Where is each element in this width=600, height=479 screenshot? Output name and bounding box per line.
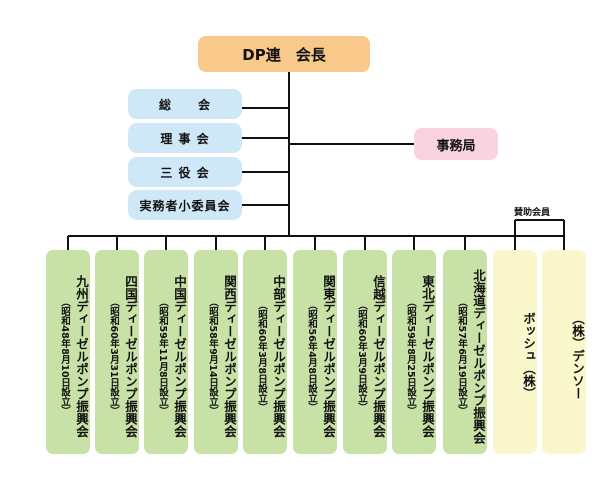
association-name: 関西ディーゼルポンプ振興会 (222, 274, 237, 438)
association-date: （昭和60年3月8日設立） (256, 300, 267, 412)
general-assembly-box: 総 会 (128, 89, 242, 119)
association-name: 四国ディーゼルポンプ振興会 (123, 274, 138, 438)
supporting-members-label: 賛助会員 (513, 208, 550, 218)
secretariat-box: 事務局 (414, 128, 498, 160)
association-name: 信越ディーゼルポンプ振興会 (371, 274, 386, 438)
association-name: 関東ディーゼルポンプ振興会 (321, 274, 336, 438)
association-date: （昭和48年8月10日設立） (59, 296, 70, 416)
association-name: 九州ディーゼルポンプ振興会 (74, 274, 89, 438)
association-date: （昭和60年3月9日設立） (356, 300, 367, 412)
association-date: （昭和59年8月25日設立） (405, 296, 416, 416)
president-box: DP連 会長 (198, 36, 370, 72)
association-shikoku: 四国ディーゼルポンプ振興会 （昭和60年3月31日設立） (95, 250, 139, 454)
association-shinetsu: 信越ディーゼルポンプ振興会 （昭和60年3月9日設立） (343, 250, 387, 454)
association-tohoku: 東北ディーゼルポンプ振興会 （昭和59年8月25日設立） (392, 250, 436, 454)
supporter-denso: （株）デンソー (542, 250, 586, 454)
association-date: （昭和60年3月31日設立） (108, 296, 119, 416)
supporter-bosch: ボッシュ（株） (493, 250, 537, 454)
association-chubu: 中部ディーゼルポンプ振興会 （昭和60年3月8日設立） (243, 250, 287, 454)
association-date: （昭和57年6月19日設立） (456, 296, 467, 416)
association-date: （昭和56年4月8日設立） (306, 300, 317, 412)
association-name: 東北ディーゼルポンプ振興会 (420, 274, 435, 438)
association-date: （昭和58年9月14日設立） (207, 296, 218, 416)
association-name: 北海道ディーゼルポンプ振興会 (471, 268, 486, 444)
association-kyushu: 九州ディーゼルポンプ振興会 （昭和48年8月10日設立） (46, 250, 90, 454)
association-date: （昭和59年11月8日設立） (157, 296, 168, 416)
association-name: 中部ディーゼルポンプ振興会 (271, 274, 286, 438)
association-name: 中国ディーゼルポンプ振興会 (172, 274, 187, 438)
association-kansai: 関西ディーゼルポンプ振興会 （昭和58年9月14日設立） (194, 250, 238, 454)
officers-meeting-box: 三 役 会 (128, 157, 242, 187)
supporter-name: （株）デンソー (570, 312, 585, 400)
association-hokkaido: 北海道ディーゼルポンプ振興会 （昭和57年6月19日設立） (443, 250, 487, 454)
association-kanto: 関東ディーゼルポンプ振興会 （昭和56年4月8日設立） (293, 250, 337, 454)
supporter-name: ボッシュ（株） (521, 312, 536, 400)
association-chugoku: 中国ディーゼルポンプ振興会 （昭和59年11月8日設立） (144, 250, 188, 454)
board-of-directors-box: 理 事 会 (128, 123, 242, 153)
working-subcommittee-box: 実務者小委員会 (128, 190, 242, 220)
